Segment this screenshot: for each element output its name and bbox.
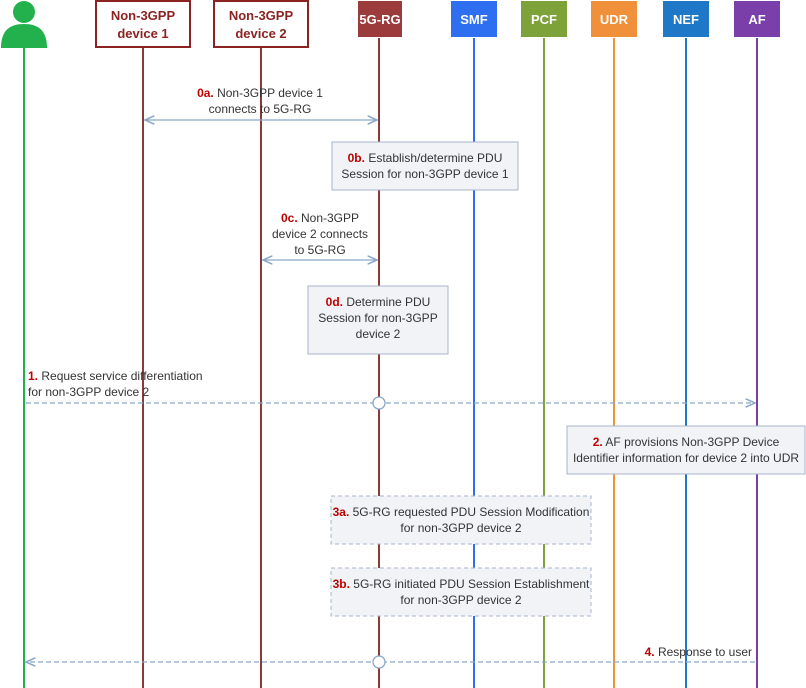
svg-text:0b. Establish/determine PDU: 0b. Establish/determine PDU bbox=[348, 151, 503, 165]
svg-text:Session for non-3GPP: Session for non-3GPP bbox=[318, 311, 437, 325]
svg-text:0d. Determine PDU: 0d. Determine PDU bbox=[326, 295, 431, 309]
user-icon bbox=[1, 1, 47, 48]
svg-text:device 1: device 1 bbox=[117, 26, 168, 41]
junction-circle bbox=[372, 396, 386, 410]
svg-text:Non-3GPP: Non-3GPP bbox=[111, 8, 176, 23]
participant-pcf: PCF bbox=[521, 1, 567, 37]
svg-text:0c. Non-3GPP: 0c. Non-3GPP bbox=[281, 211, 359, 225]
svg-text:AF: AF bbox=[748, 12, 765, 27]
svg-text:Session for non-3GPP device 1: Session for non-3GPP device 1 bbox=[341, 167, 509, 181]
svg-text:2. AF provisions Non-3GPP Devi: 2. AF provisions Non-3GPP Device bbox=[593, 435, 780, 449]
svg-text:for non-3GPP device 2: for non-3GPP device 2 bbox=[28, 385, 150, 399]
step-4: 4. Response to user bbox=[26, 645, 755, 669]
participant-smf: SMF bbox=[451, 1, 497, 37]
step-0d: 0d. Determine PDU Session for non-3GPP d… bbox=[307, 285, 449, 355]
participant-nef: NEF bbox=[663, 1, 709, 37]
svg-text:Non-3GPP: Non-3GPP bbox=[229, 8, 294, 23]
step-1: 1. Request service differentiation for n… bbox=[26, 369, 755, 410]
svg-text:4. Response to user: 4. Response to user bbox=[645, 645, 752, 659]
step-2: 2. AF provisions Non-3GPP Device Identif… bbox=[566, 425, 806, 475]
svg-text:for non-3GPP device 2: for non-3GPP device 2 bbox=[400, 593, 522, 607]
junction-circle bbox=[372, 655, 386, 669]
svg-text:to 5G-RG: to 5G-RG bbox=[294, 243, 345, 257]
step-0b: 0b. Establish/determine PDU Session for … bbox=[331, 141, 519, 191]
participant-device2: Non-3GPP device 2 bbox=[213, 0, 309, 48]
step-0a: 0a. Non-3GPP device 1 connects to 5G-RG bbox=[145, 86, 377, 120]
participant-device1: Non-3GPP device 1 bbox=[95, 0, 191, 48]
svg-text:connects to 5G-RG: connects to 5G-RG bbox=[209, 102, 312, 116]
participant-af: AF bbox=[734, 1, 780, 37]
svg-text:device 2: device 2 bbox=[356, 327, 401, 341]
svg-text:SMF: SMF bbox=[460, 12, 488, 27]
svg-text:device 2: device 2 bbox=[235, 26, 286, 41]
svg-text:PCF: PCF bbox=[531, 12, 557, 27]
svg-text:for non-3GPP device 2: for non-3GPP device 2 bbox=[400, 521, 522, 535]
step-0c: 0c. Non-3GPP device 2 connects to 5G-RG bbox=[263, 211, 377, 260]
participant-5g-rg: 5G-RG bbox=[358, 1, 402, 37]
svg-text:3b. 5G-RG initiated PDU Sessio: 3b. 5G-RG initiated PDU Session Establis… bbox=[333, 577, 590, 591]
svg-text:UDR: UDR bbox=[600, 12, 629, 27]
participant-udr: UDR bbox=[591, 1, 637, 37]
svg-text:NEF: NEF bbox=[673, 12, 699, 27]
step-3b: 3b. 5G-RG initiated PDU Session Establis… bbox=[330, 567, 592, 617]
svg-text:Identifier information for dev: Identifier information for device 2 into… bbox=[573, 451, 799, 465]
step-3a: 3a. 5G-RG requested PDU Session Modifica… bbox=[330, 495, 592, 545]
svg-text:1. Request service differentia: 1. Request service differentiation bbox=[28, 369, 203, 383]
svg-text:3a. 5G-RG requested PDU Sessio: 3a. 5G-RG requested PDU Session Modifica… bbox=[333, 505, 590, 519]
svg-text:device 2 connects: device 2 connects bbox=[272, 227, 368, 241]
svg-text:0a. Non-3GPP device 1: 0a. Non-3GPP device 1 bbox=[197, 86, 323, 100]
svg-text:5G-RG: 5G-RG bbox=[359, 12, 400, 27]
